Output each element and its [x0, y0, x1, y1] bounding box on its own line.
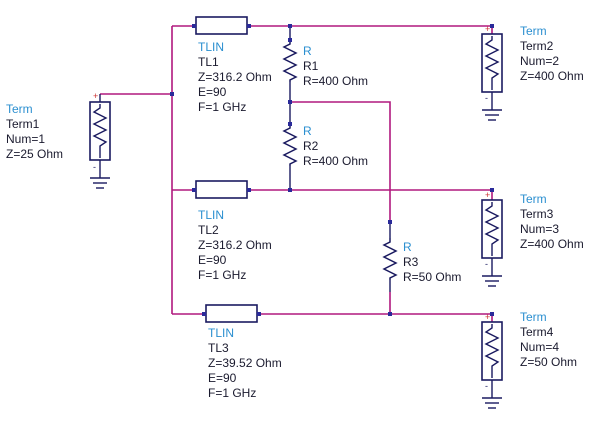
svg-text:+: +	[93, 91, 98, 101]
term1-label: Term Term1 Num=1 Z=25 Ohm	[6, 102, 63, 162]
term3-type: Term	[520, 192, 547, 206]
tl3-impedance: Z=39.52 Ohm	[208, 356, 282, 370]
tl3-electrical-length: E=90	[208, 371, 237, 385]
r1-symbol[interactable]	[282, 38, 298, 82]
term3-num: Num=3	[520, 222, 560, 236]
wire-tl3-term4	[257, 313, 493, 322]
r1-resistance: R=400 Ohm	[303, 74, 369, 88]
r3-symbol[interactable]	[382, 220, 398, 280]
term2-name: Term2	[520, 39, 554, 53]
term3-symbol[interactable]: + -	[481, 190, 503, 287]
term1-impedance: Z=25 Ohm	[6, 147, 64, 161]
r2-name: R2	[303, 139, 319, 153]
svg-text:-: -	[485, 93, 488, 103]
term1-symbol[interactable]: + -	[89, 91, 111, 189]
tl2-impedance: Z=316.2 Ohm	[198, 238, 272, 252]
tl2-frequency: F=1 GHz	[198, 268, 247, 282]
tl2-electrical-length: E=90	[198, 253, 227, 267]
svg-text:-: -	[93, 162, 96, 172]
tl1-frequency: F=1 GHz	[198, 100, 247, 114]
r3-name: R3	[403, 255, 419, 269]
tl2-label: TLIN TL2 Z=316.2 Ohm E=90 F=1 GHz	[198, 208, 272, 283]
svg-text:+: +	[485, 312, 490, 322]
wire-tl1-term2	[247, 25, 493, 34]
tl2-symbol[interactable]	[192, 180, 251, 199]
term1-num: Num=1	[6, 132, 46, 146]
term1-type: Term	[6, 102, 33, 116]
tl1-electrical-length: E=90	[198, 85, 227, 99]
r2-symbol[interactable]	[282, 122, 298, 166]
term4-num: Num=4	[520, 340, 560, 354]
tl1-symbol[interactable]	[192, 16, 251, 35]
term4-label: Term Term4 Num=4 Z=50 Ohm	[520, 310, 577, 370]
term3-impedance: Z=400 Ohm	[520, 237, 584, 251]
r2-label: R R2 R=400 Ohm	[303, 124, 368, 169]
term2-impedance: Z=400 Ohm	[520, 69, 584, 83]
svg-text:-: -	[485, 381, 488, 391]
term3-label: Term Term3 Num=3 Z=400 Ohm	[520, 192, 584, 252]
term2-symbol[interactable]: + -	[481, 24, 503, 121]
tl1-type: TLIN	[198, 40, 225, 54]
svg-text:+: +	[485, 24, 490, 34]
r2-resistance: R=400 Ohm	[303, 154, 369, 168]
r1-name: R1	[303, 59, 319, 73]
tl3-frequency: F=1 GHz	[208, 386, 257, 400]
term2-label: Term Term2 Num=2 Z=400 Ohm	[520, 24, 584, 84]
r1-label: R R1 R=400 Ohm	[303, 44, 368, 89]
tl1-label: TLIN TL1 Z=316.2 Ohm E=90 F=1 GHz	[198, 40, 272, 115]
wire-r1r2-r3	[290, 101, 391, 222]
r1-type: R	[303, 44, 312, 58]
tl3-name: TL3	[208, 341, 229, 355]
r3-resistance: R=50 Ohm	[403, 270, 462, 284]
tl2-name: TL2	[198, 223, 219, 237]
tl3-label: TLIN TL3 Z=39.52 Ohm E=90 F=1 GHz	[208, 326, 282, 401]
tl3-type: TLIN	[208, 326, 235, 340]
term4-impedance: Z=50 Ohm	[520, 355, 578, 369]
junction-dots	[170, 24, 494, 316]
wire-tl2-term3	[247, 189, 493, 200]
tl1-name: TL1	[198, 55, 219, 69]
term4-symbol[interactable]: + -	[481, 312, 503, 409]
term1-name: Term1	[6, 117, 40, 131]
term2-type: Term	[520, 24, 547, 38]
r3-label: R R3 R=50 Ohm	[403, 240, 461, 285]
term4-name: Term4	[520, 325, 554, 339]
svg-text:+: +	[485, 190, 490, 200]
term2-num: Num=2	[520, 54, 560, 68]
term4-type: Term	[520, 310, 547, 324]
term3-name: Term3	[520, 207, 554, 221]
tl3-symbol[interactable]	[202, 304, 261, 323]
tl1-impedance: Z=316.2 Ohm	[198, 70, 272, 84]
r2-type: R	[303, 124, 312, 138]
svg-text:-: -	[485, 259, 488, 269]
tl2-type: TLIN	[198, 208, 225, 222]
r3-type: R	[403, 240, 412, 254]
